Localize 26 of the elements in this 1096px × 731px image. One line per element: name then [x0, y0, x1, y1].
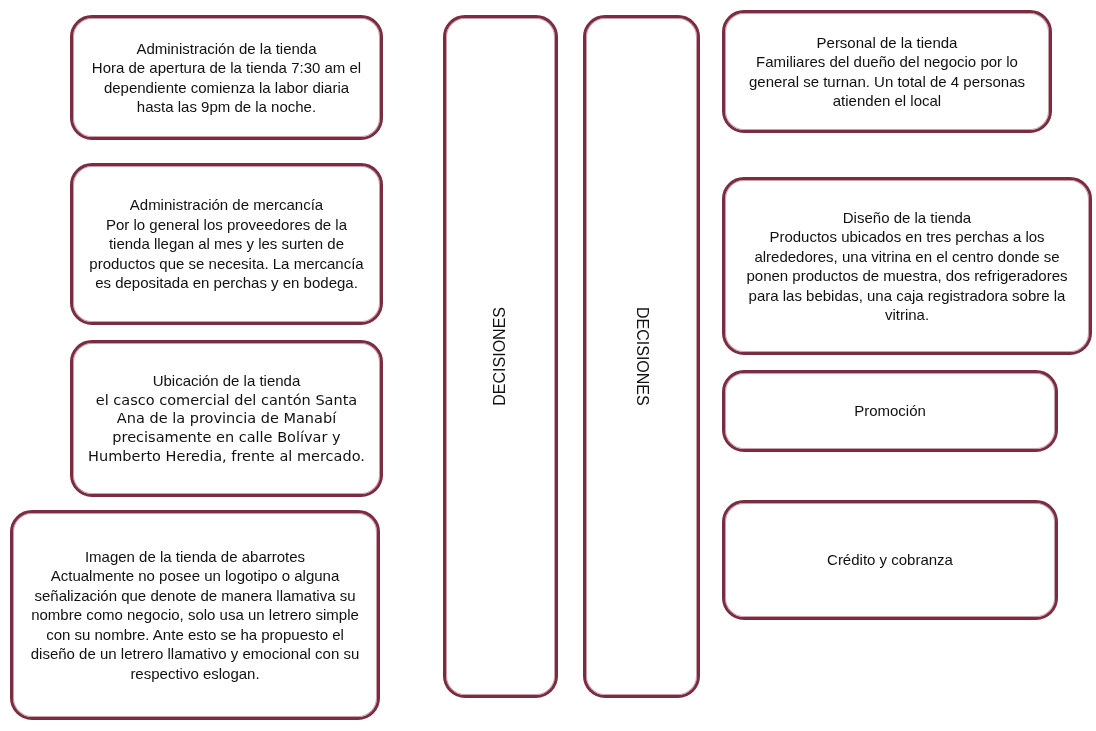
box-heading: Diseño de la tienda: [842, 207, 972, 227]
rounded-box: [722, 10, 1052, 133]
rounded-box: [443, 15, 558, 698]
box-heading: Administración de la tienda: [136, 38, 317, 58]
rounded-box: [722, 370, 1058, 452]
box-heading: Imagen de la tienda de abarrotes: [84, 546, 306, 567]
box-text: Actualmente no posee un logotipo o alguna señalización que denote de manera llamativa su nombre como negocio, solo usa un letrero simple con su nombre. Ante esto se ha propuesto el diseño de un letrero llamativo y emocional con su respectivo eslogan.: [29, 566, 361, 684]
rounded-box: [10, 510, 380, 720]
rounded-box: [583, 15, 700, 698]
box-text: el casco comercial del cantón Santa Ana de la provincia de Manabí precisamente en calle Bolívar y Humberto Heredia, frente al mercado.: [87, 390, 366, 466]
vertical-label: DECISIONES: [632, 307, 652, 406]
rounded-box: [70, 340, 383, 497]
box-heading: Ubicación de la tienda: [152, 371, 301, 391]
box-heading: Administración de mercancía: [129, 195, 324, 215]
box-text: Por lo general los proveedores de la tienda llegan al mes y les surten de productos que se necesita. La mercancía es depositada en perchas y en bodega.: [88, 214, 365, 293]
rounded-box: [722, 177, 1092, 355]
vertical-label: DECISIONES: [490, 307, 510, 406]
box-text: Hora de apertura de la tienda 7:30 am el dependiente comienza la labor diaria hasta las 9pm de la noche.: [90, 58, 363, 117]
box-text: Promoción: [854, 401, 926, 421]
rounded-box: [722, 500, 1058, 620]
box-text: Familiares del dueño del negocio por lo general se turnan. Un total de 4 personas atienden el local: [748, 52, 1026, 111]
box-text: Productos ubicados en tres perchas a los alrededores, una vitrina en el centro donde se ponen productos de muestra, dos refrigeradores para las bebidas, una caja registradora sobre la vitrina.: [745, 227, 1069, 325]
box-text: Crédito y cobranza: [827, 550, 953, 570]
rounded-box: [70, 15, 383, 140]
box-heading: Personal de la tienda: [816, 32, 958, 52]
rounded-box: [70, 163, 383, 325]
